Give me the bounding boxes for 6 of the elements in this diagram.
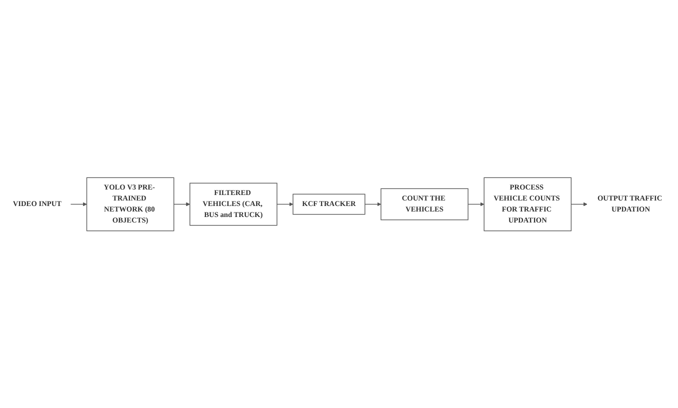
arrow bbox=[364, 202, 382, 206]
arrow bbox=[468, 202, 484, 206]
arrow bbox=[570, 202, 588, 206]
arrow bbox=[276, 202, 294, 206]
arrow bbox=[70, 202, 87, 206]
arrow bbox=[174, 202, 190, 206]
